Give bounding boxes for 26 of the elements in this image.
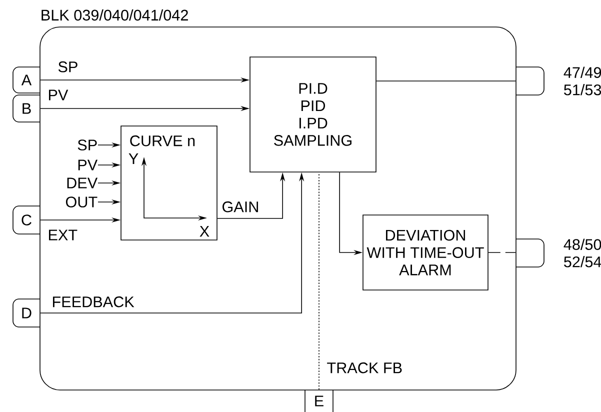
connector [488,252,516,253]
terminal [516,238,544,268]
signal-name: DEV [67,178,98,188]
terminal: E [304,390,334,412]
terminal: C [12,206,40,234]
signal-name: OUT [66,196,98,208]
terminal-number: 47/49 51/53 [564,66,601,96]
edge-label: EXT [46,228,79,242]
terminal: A [12,66,40,94]
terminal [516,66,544,96]
terminal-number: 48/50 52/54 [564,238,601,268]
connector [376,80,516,82]
edge-label: FEEDBACK [50,295,136,309]
edge-label: PV [46,88,70,102]
terminal: B [12,94,40,122]
node-label: BLK 039/040/041/042 [42,9,188,21]
terminal: D [12,298,40,328]
edge-label: GAIN [220,200,261,214]
signal-name: SP [78,140,97,150]
function-box: DEVIATION WITH TIME-OUT ALARM [362,214,488,290]
signal-name: PV [78,160,98,170]
edge-label: SP [56,60,80,74]
connector [318,172,320,390]
function-box: PI.D PID I.PD SAMPLING [250,56,376,172]
edge-label: TRACK FB [325,361,404,375]
function-box: CURVE n Y X [120,126,218,240]
